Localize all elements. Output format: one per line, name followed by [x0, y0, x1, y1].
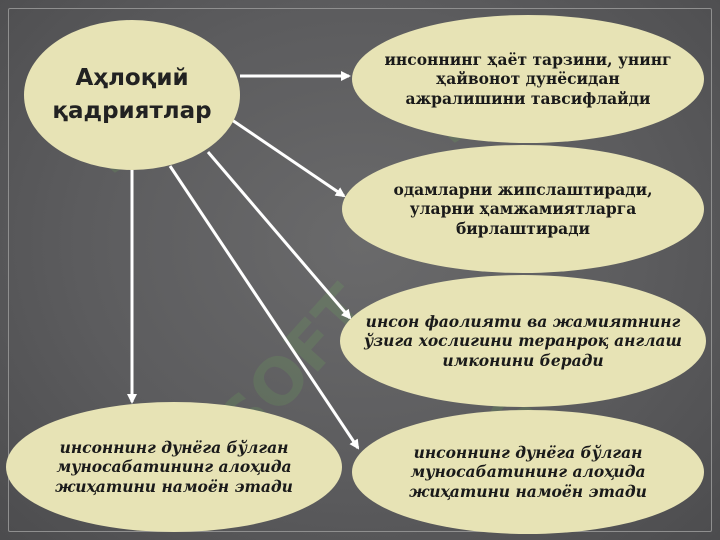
node-life-style: инсоннинг ҳаёт тарзини, унинг ҳайвонот д… [352, 15, 704, 143]
node-understanding: инсон фаолияти ва жамиятнинг ўзига хосли… [340, 275, 706, 407]
node-label: одамларни жипслаштиради, уларни ҳамжамия… [393, 179, 653, 238]
slide-frame [8, 8, 712, 532]
arrow-to-node-3 [206, 151, 352, 320]
node-label: инсоннинг дунёга бўлган муносабатининг а… [409, 442, 647, 501]
center-node: Аҳлоқий қадриятлар [24, 20, 240, 170]
node-unites-people: одамларни жипслаштиради, уларни ҳамжамия… [342, 145, 704, 273]
node-attitude-right: инсоннинг дунёга бўлган муносабатининг а… [352, 410, 704, 534]
node-attitude-left: инсоннинг дунёга бўлган муносабатининг а… [6, 402, 342, 532]
node-label: инсон фаолияти ва жамиятнинг ўзига хосли… [364, 311, 682, 370]
center-node-label: Аҳлоқий қадриятлар [52, 64, 212, 124]
node-label: инсоннинг дунёга бўлган муносабатининг а… [55, 437, 293, 496]
arrow-to-node-2 [231, 118, 346, 198]
arrow-to-node-4 [168, 165, 360, 450]
node-label: инсоннинг ҳаёт тарзини, унинг ҳайвонот д… [384, 49, 672, 108]
